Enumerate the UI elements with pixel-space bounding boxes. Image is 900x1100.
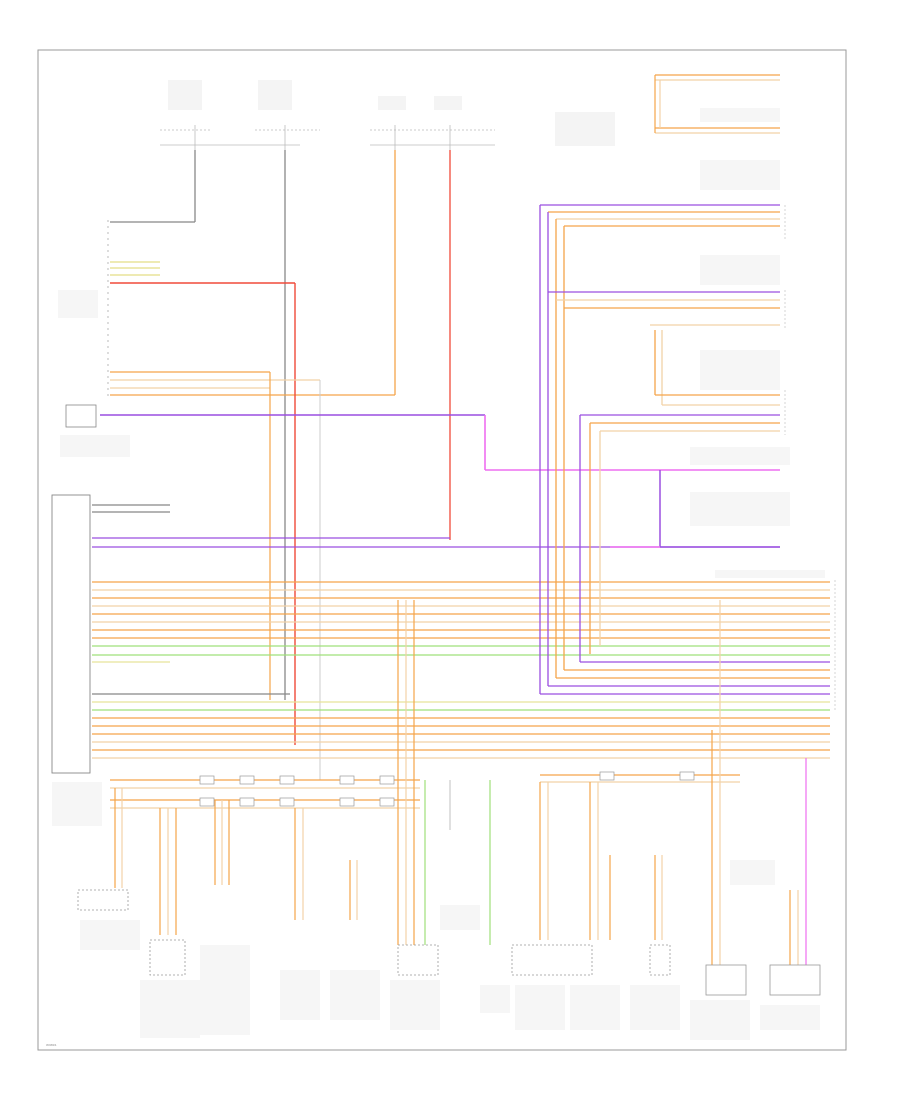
bottom-connector-row (110, 774, 740, 809)
fuse-top-labels (168, 80, 615, 146)
bottom-drops (114, 600, 807, 965)
left-connector-upper (58, 220, 321, 780)
bottom-resistors (199, 771, 695, 807)
violet-bus (100, 414, 780, 471)
diagram-frame (37, 49, 847, 1051)
bottom-label-blocks (80, 860, 820, 1040)
fuse-panel-top (160, 125, 495, 150)
control-module-main (51, 494, 91, 774)
module-box-small (65, 404, 97, 428)
bottom-components (77, 889, 821, 996)
module-label-block (60, 435, 130, 457)
right-dashed (784, 205, 836, 710)
pink-violet-loop (610, 470, 780, 548)
right-label-blocks (690, 108, 825, 578)
page-id: W9891 (46, 1043, 57, 1047)
control-module-wires (92, 504, 830, 759)
top-right-connectors (654, 74, 780, 134)
right-bundle (539, 204, 830, 695)
control-module-label (52, 782, 102, 826)
fuse-feed-wires (110, 150, 451, 700)
